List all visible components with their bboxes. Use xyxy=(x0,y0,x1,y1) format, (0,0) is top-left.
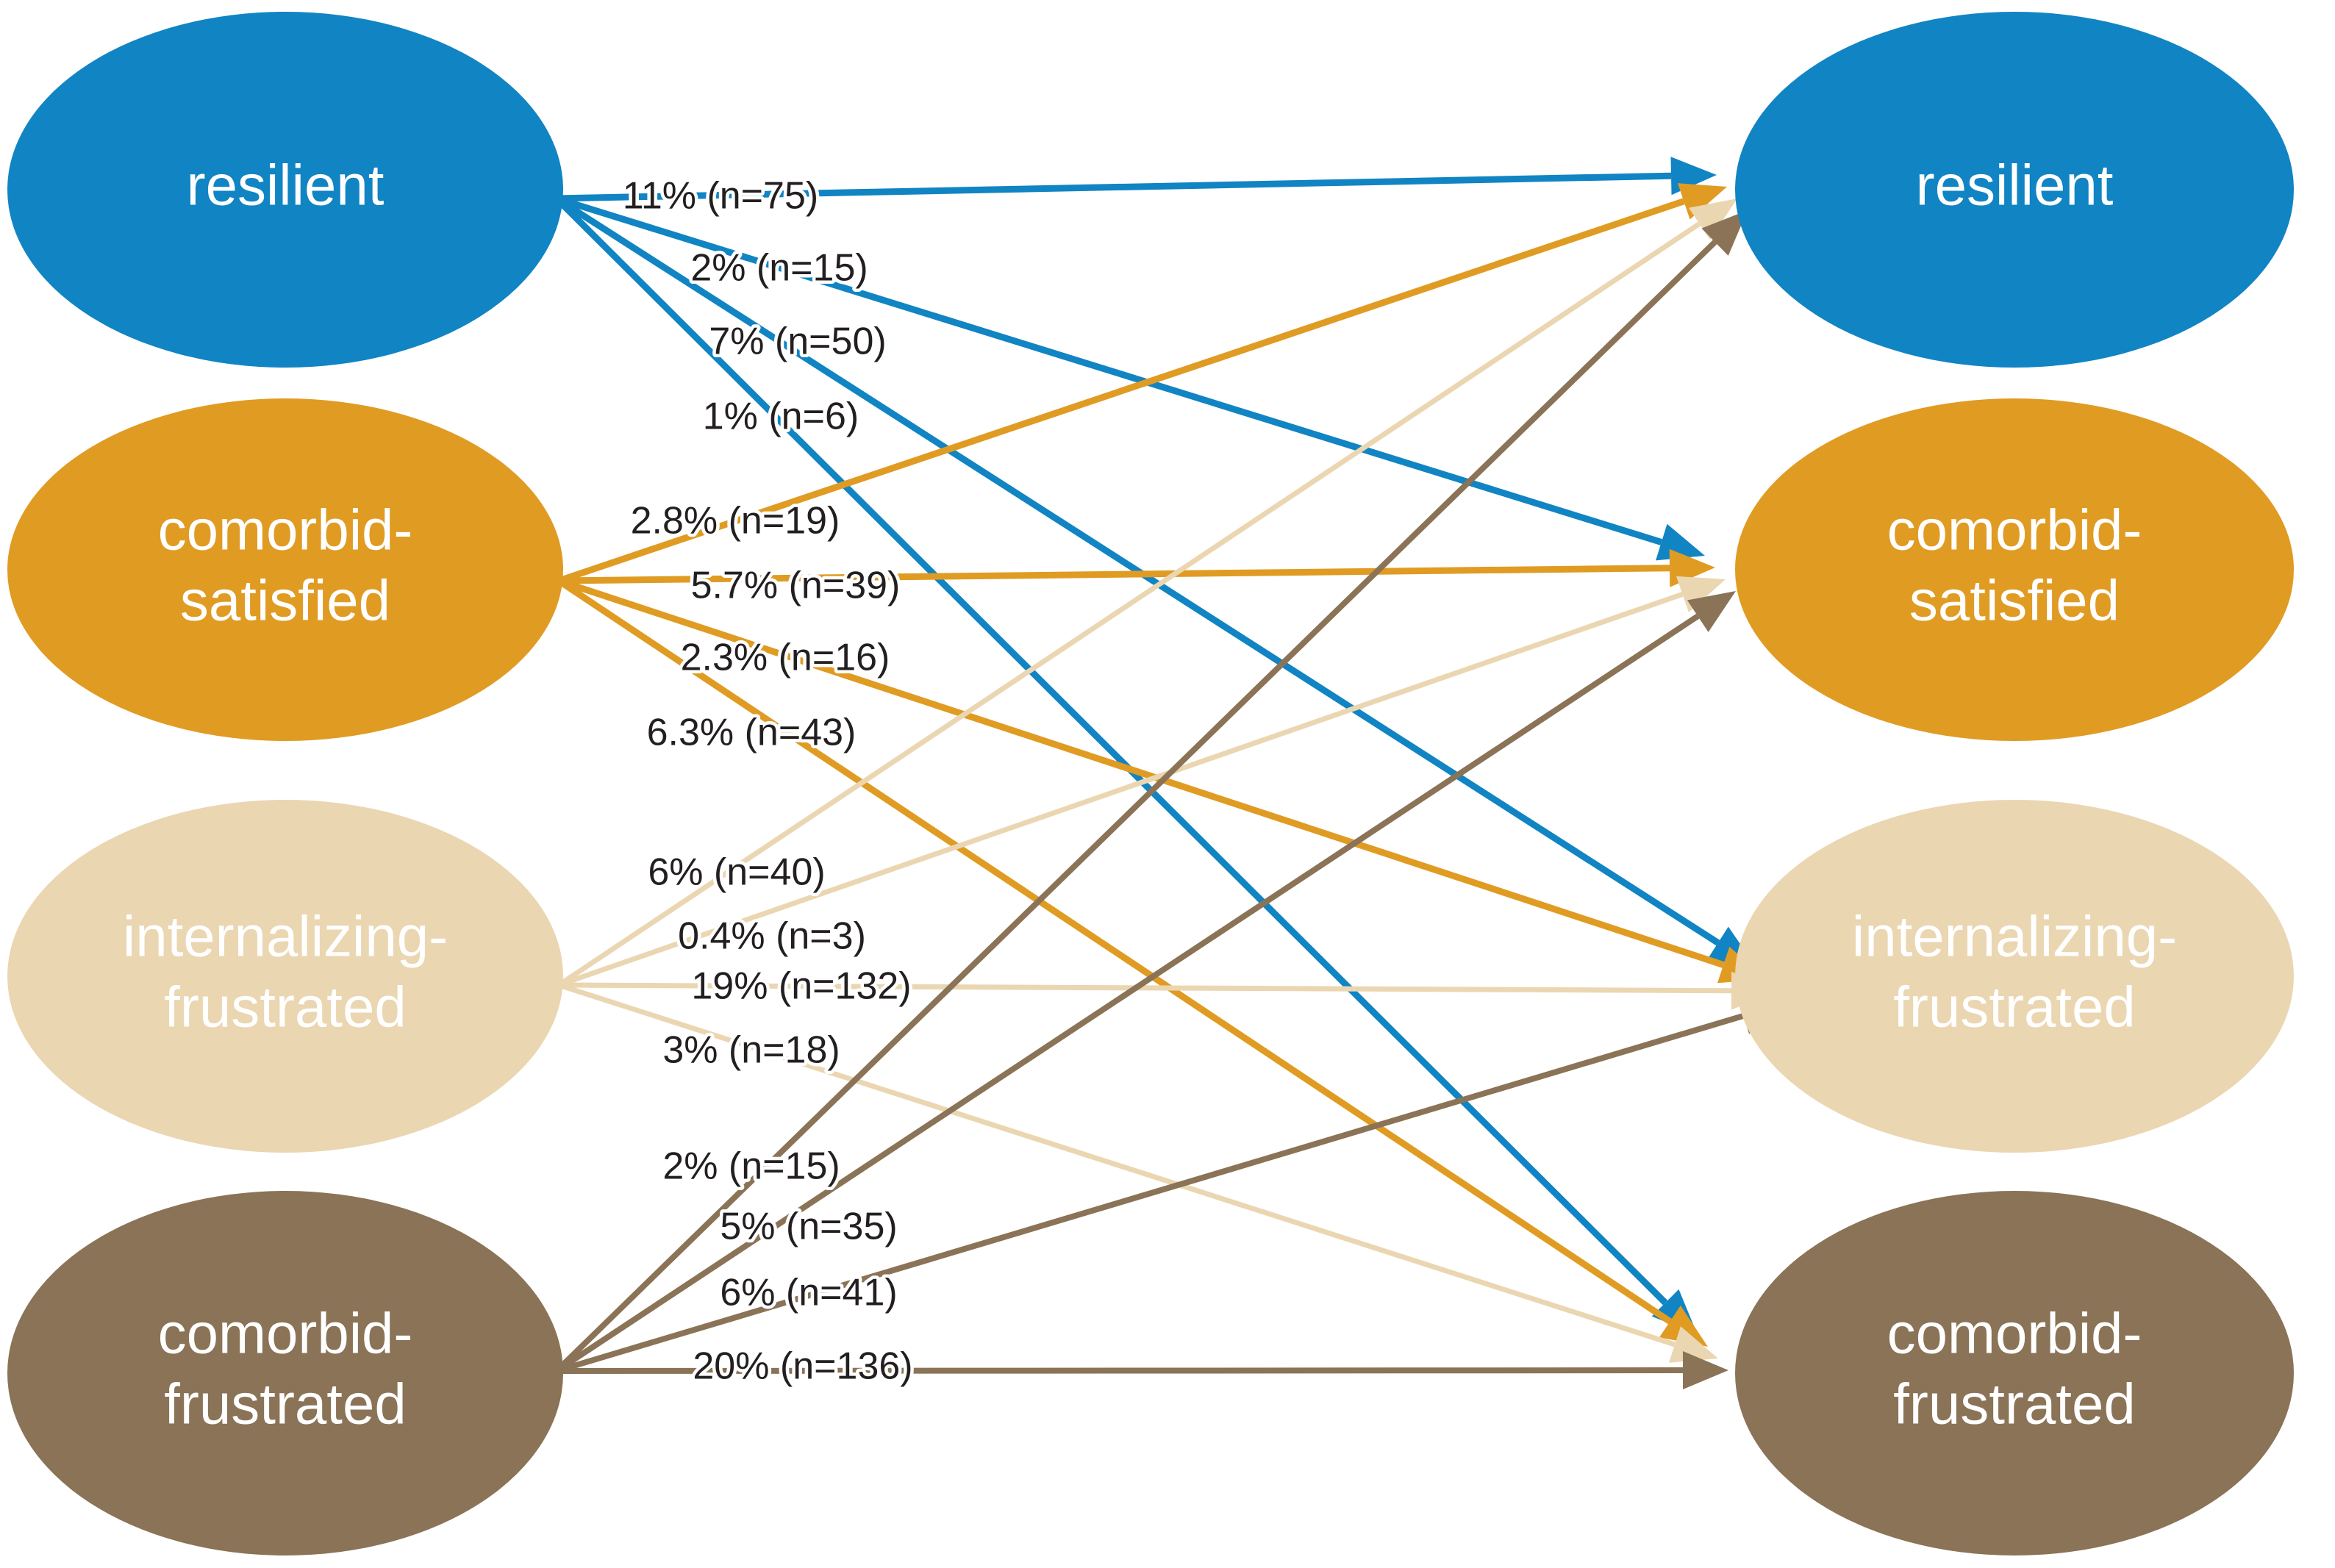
arrowhead-resilient-to-comorbid-satisfied xyxy=(1656,523,1705,561)
node-ellipse xyxy=(7,398,563,741)
node-ellipse xyxy=(7,12,563,368)
node-label: frustrated xyxy=(1893,1372,2135,1436)
node-right-resilient[interactable]: resilient xyxy=(1735,12,2294,368)
edge-label-comorbid-satisfied-to-resilient: 2.8% (n=19) xyxy=(631,500,840,543)
edge-labels-layer: 11% (n=75) 2% (n=15) 7% (n=50) 1% (n=6) 2.8%… xyxy=(619,171,916,1391)
edge-comorbid-frustrated-to-comorbid-satisfied xyxy=(554,613,1700,1374)
arrowhead-internalizing-frustrated-to-resilient xyxy=(1688,198,1737,240)
node-label: comorbid- xyxy=(158,498,413,562)
node-label: comorbid- xyxy=(1887,498,2142,562)
node-ellipse xyxy=(1735,12,2294,368)
edge-comorbid-satisfied-to-comorbid-frustrated xyxy=(557,578,1672,1325)
edge-resilient-to-comorbid-satisfied xyxy=(555,195,1663,545)
node-label: satisfied xyxy=(180,568,390,633)
node-ellipse xyxy=(1735,800,2294,1153)
node-label: comorbid- xyxy=(1887,1301,2142,1366)
node-label: satisfied xyxy=(1909,568,2120,633)
edge-label-internalizing-frustrated-to-resilient: 6% (n=40) xyxy=(648,851,825,894)
edge-resilient-to-comorbid-frustrated xyxy=(554,196,1668,1306)
node-label: internalizing- xyxy=(1852,904,2177,969)
edge-comorbid-frustrated-to-resilient xyxy=(554,240,1717,1373)
edge-label-comorbid-frustrated-to-comorbid-satisfied: 5% (n=35) xyxy=(720,1206,897,1248)
edge-label-comorbid-satisfied-to-comorbid-frustrated: 6.3% (n=43) xyxy=(647,712,857,754)
edge-comorbid-frustrated-to-internalizing-frustrated xyxy=(555,1012,1745,1374)
node-label: frustrated xyxy=(164,975,406,1039)
nodes-layer: resilient comorbid-satisfied internalizing… xyxy=(7,12,2294,1556)
edge-label-resilient-to-comorbid-satisfied: 2% (n=15) xyxy=(690,247,868,290)
arrowhead-internalizing-frustrated-to-comorbid-frustrated xyxy=(1669,1326,1718,1363)
node-label: comorbid- xyxy=(158,1301,413,1366)
edge-internalizing-frustrated-to-comorbid-satisfied xyxy=(557,592,1684,988)
edge-label-comorbid-frustrated-to-internalizing-frustrated: 6% (n=41) xyxy=(720,1272,897,1314)
edge-internalizing-frustrated-to-comorbid-frustrated xyxy=(557,982,1676,1347)
node-ellipse xyxy=(1735,398,2294,741)
edge-label-comorbid-satisfied-to-comorbid-satisfied: 5.7% (n=39) xyxy=(691,565,901,607)
arrowhead-internalizing-frustrated-to-comorbid-satisfied xyxy=(1676,576,1726,612)
edge-comorbid-satisfied-to-comorbid-satisfied xyxy=(558,565,1670,584)
arrowhead-comorbid-frustrated-to-comorbid-frustrated xyxy=(1682,1351,1728,1390)
node-label: internalizing- xyxy=(123,904,448,969)
edge-comorbid-satisfied-to-resilient xyxy=(557,198,1685,584)
edge-label-resilient-to-internalizing-frustrated: 7% (n=50) xyxy=(709,321,886,363)
node-ellipse xyxy=(1735,1191,2294,1556)
node-left-internalizing-frustrated[interactable]: internalizing-frustrated xyxy=(7,800,563,1153)
edge-resilient-to-resilient xyxy=(556,172,1672,202)
node-ellipse xyxy=(7,800,563,1153)
edge-label-comorbid-satisfied-to-internalizing-frustrated: 2.3% (n=16) xyxy=(681,637,890,679)
node-label: frustrated xyxy=(1893,975,2135,1039)
edge-internalizing-frustrated-to-internalizing-frustrated xyxy=(558,982,1732,994)
edge-label-comorbid-frustrated-to-resilient: 2% (n=15) xyxy=(662,1145,840,1188)
node-left-resilient[interactable]: resilient xyxy=(7,12,563,368)
edge-label-resilient-to-comorbid-frustrated: 1% (n=6) xyxy=(703,395,859,438)
arrowhead-comorbid-satisfied-to-resilient xyxy=(1677,183,1727,220)
edge-label-internalizing-frustrated-to-internalizing-frustrated: 19% (n=132) xyxy=(691,965,911,1008)
edge-label-comorbid-frustrated-to-comorbid-frustrated: 20% (n=136) xyxy=(693,1345,912,1388)
node-label: frustrated xyxy=(164,1372,406,1436)
node-ellipse xyxy=(7,1191,563,1556)
node-left-comorbid-satisfied[interactable]: comorbid-satisfied xyxy=(7,398,563,741)
edge-label-resilient-to-resilient: 11% (n=75) xyxy=(623,175,818,218)
node-left-comorbid-frustrated[interactable]: comorbid-frustrated xyxy=(7,1191,563,1556)
node-label: resilient xyxy=(1916,153,2114,218)
node-label: resilient xyxy=(187,153,385,218)
edge-comorbid-frustrated-to-comorbid-frustrated xyxy=(556,1367,1684,1374)
edge-label-internalizing-frustrated-to-comorbid-satisfied: 0.4% (n=3) xyxy=(678,915,866,958)
arrowhead-comorbid-frustrated-to-resilient xyxy=(1701,210,1748,256)
edge-internalizing-frustrated-to-resilient xyxy=(557,221,1701,987)
node-right-internalizing-frustrated[interactable]: internalizing-frustrated xyxy=(1735,800,2294,1153)
arrowhead-comorbid-satisfied-to-comorbid-frustrated xyxy=(1659,1305,1708,1347)
edge-comorbid-satisfied-to-internalizing-frustrated xyxy=(557,577,1725,968)
edge-resilient-to-internalizing-frustrated xyxy=(554,196,1720,946)
edge-label-internalizing-frustrated-to-comorbid-frustrated: 3% (n=18) xyxy=(662,1029,840,1072)
node-right-comorbid-frustrated[interactable]: comorbid-frustrated xyxy=(1735,1191,2294,1556)
arrowhead-comorbid-frustrated-to-comorbid-satisfied xyxy=(1687,591,1736,632)
node-right-comorbid-satisfied[interactable]: comorbid-satisfied xyxy=(1735,398,2294,741)
